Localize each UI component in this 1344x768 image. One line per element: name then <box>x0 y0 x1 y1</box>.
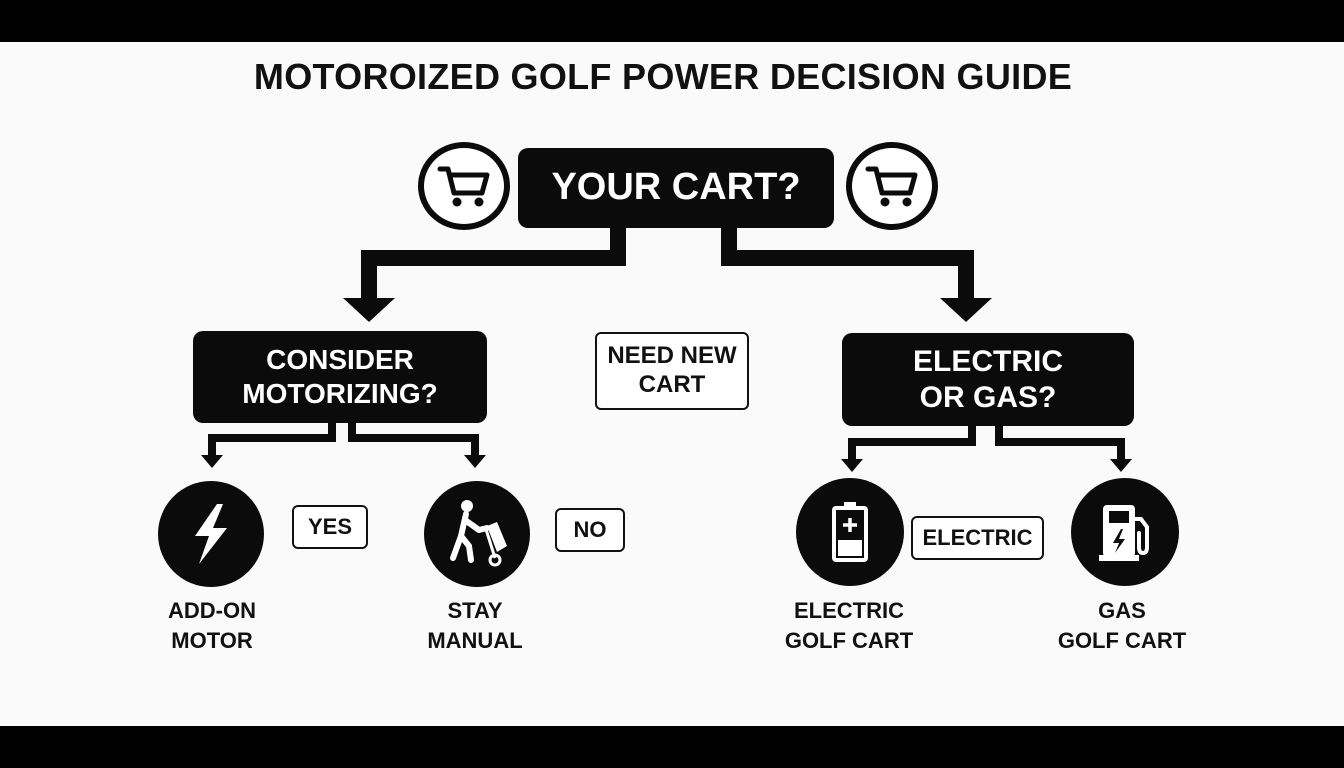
lightning-bolt-icon <box>195 504 227 564</box>
root-node-label: YOUR CART? <box>551 166 801 209</box>
add-on-motor-badge <box>158 481 264 587</box>
connector-root-left <box>361 228 626 300</box>
consider-motorizing-label: CONSIDER MOTORIZING? <box>242 344 438 409</box>
arrowhead-add-on <box>201 455 223 468</box>
no-tag: NO <box>555 508 625 552</box>
consider-motorizing-node: CONSIDER MOTORIZING? <box>193 331 487 423</box>
arrowhead-electric-cart <box>841 459 863 472</box>
electric-golf-cart-badge <box>796 478 904 586</box>
need-new-cart-tag: NEED NEW CART <box>595 332 749 410</box>
root-node: YOUR CART? <box>518 148 834 228</box>
yes-tag-label: YES <box>307 513 353 539</box>
connector-consider-add-on <box>208 423 336 456</box>
person-pushing-cart-icon <box>450 500 507 567</box>
no-tag-label: NO <box>573 516 607 542</box>
add-on-motor-label: ADD-ON MOTOR <box>168 598 256 653</box>
stay-manual-badge <box>424 481 530 587</box>
electric-tag: ELECTRIC <box>911 516 1044 560</box>
diagram-title: MOTOROIZED GOLF POWER DECISION GUIDE <box>253 56 1073 97</box>
gas-golf-cart-badge <box>1071 478 1179 586</box>
arrowhead-stay <box>464 455 486 468</box>
electric-or-gas-label: ELECTRIC OR GAS? <box>913 344 1063 414</box>
battery-icon <box>832 502 868 562</box>
electric-tag-label: ELECTRIC <box>922 524 1033 550</box>
cart-icon-right-badge <box>846 142 938 230</box>
cart-icon-left-badge <box>418 142 510 230</box>
connector-root-right <box>721 228 974 300</box>
electric-golf-cart-label: ELECTRIC GOLF CART <box>784 598 914 653</box>
gas-pump-icon <box>1099 505 1149 561</box>
electric-or-gas-node: ELECTRIC OR GAS? <box>842 333 1134 426</box>
shopping-cart-icon <box>865 166 918 207</box>
stay-manual-label: STAY MANUAL <box>427 598 523 653</box>
connector-electric-gas-electric <box>848 426 976 460</box>
connector-consider-stay <box>348 423 479 456</box>
arrowhead-gas-cart <box>1110 459 1132 472</box>
arrowhead-electric-gas <box>940 298 992 322</box>
gas-golf-cart-label: GAS GOLF CART <box>1057 598 1187 653</box>
connector-electric-gas-gas <box>995 426 1125 460</box>
shopping-cart-icon <box>437 166 490 207</box>
need-new-cart-label: NEED NEW CART <box>607 342 737 398</box>
yes-tag: YES <box>292 505 368 549</box>
arrowhead-consider <box>343 298 395 322</box>
